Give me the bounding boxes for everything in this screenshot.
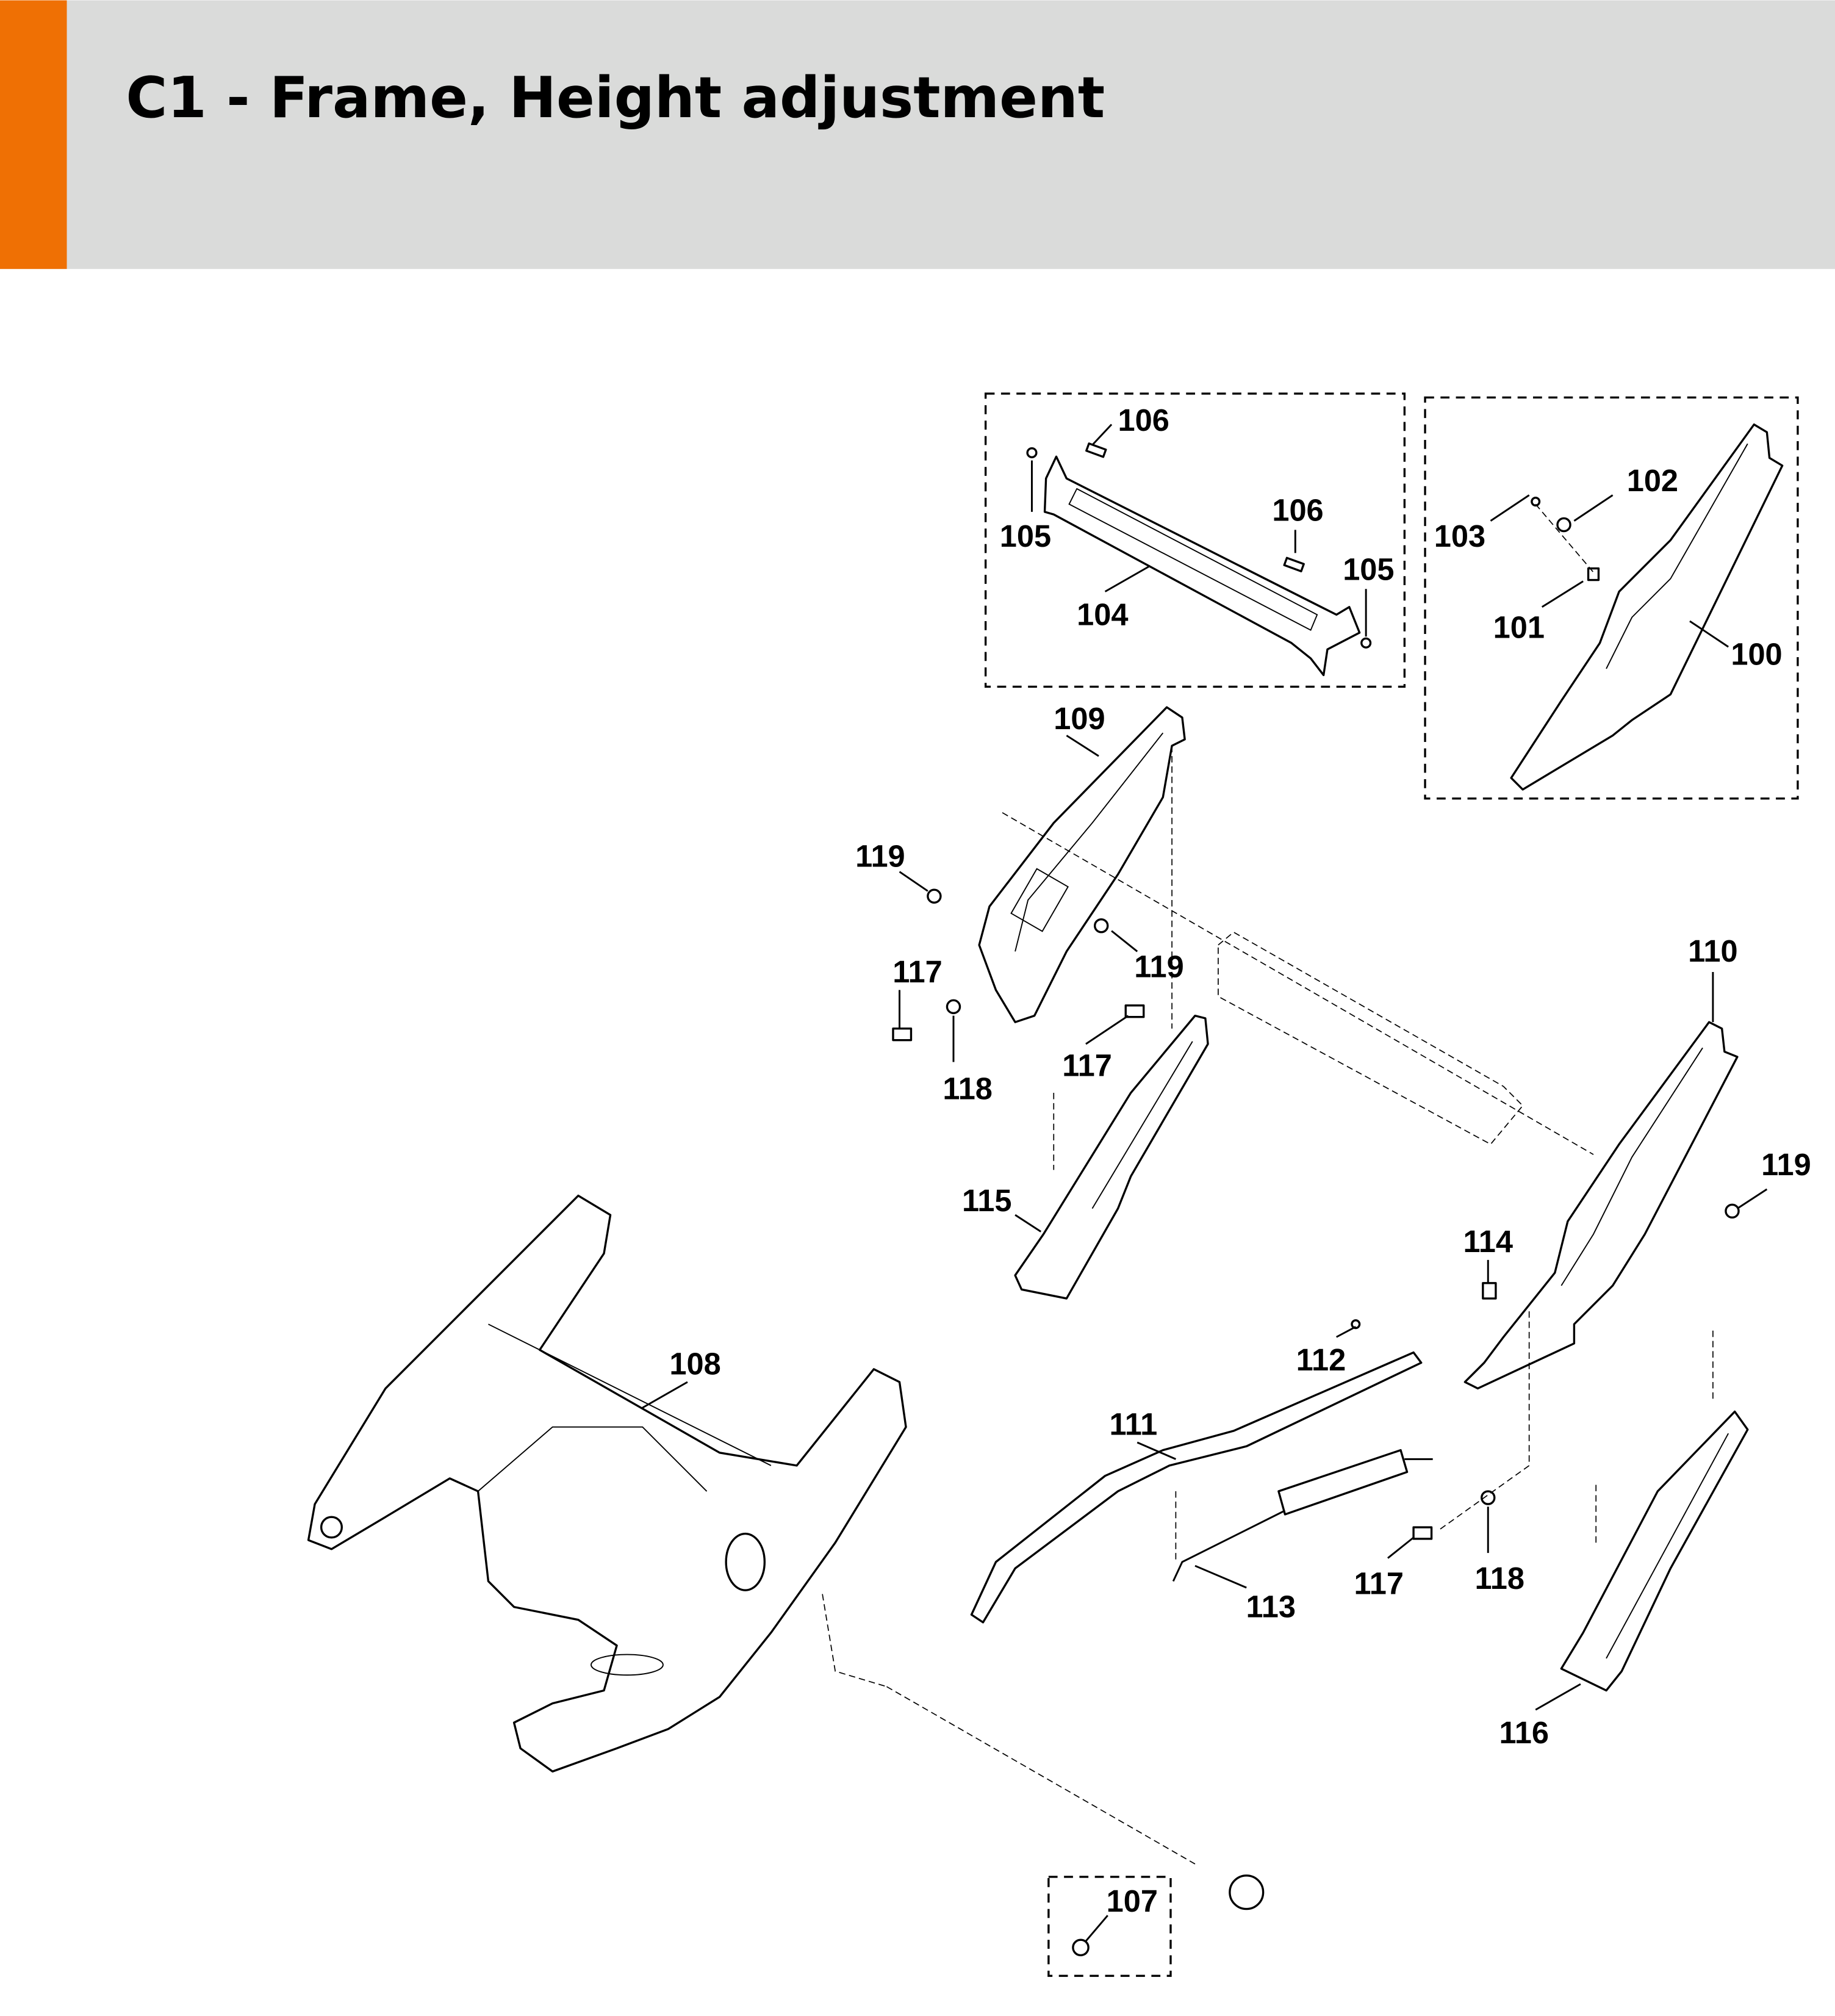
- bolt-117-c: [1412, 1526, 1433, 1540]
- kit-box-104: [984, 392, 1406, 688]
- callout-119: 119: [855, 838, 905, 873]
- clip-101: [1587, 567, 1600, 581]
- callout-101: 101: [1493, 610, 1545, 644]
- callout-117: 117: [1354, 1566, 1404, 1601]
- bolt-117-b: [1124, 1004, 1145, 1018]
- callout-100: 100: [1731, 637, 1782, 672]
- part-116-slider: [1560, 1410, 1749, 1692]
- kit-box-107: [1047, 1876, 1172, 1977]
- callout-108: 108: [669, 1346, 720, 1381]
- washer-107: [1072, 1939, 1090, 1957]
- callout-113: 113: [1246, 1589, 1296, 1624]
- callout-106: 106: [1272, 493, 1323, 528]
- callout-105: 105: [1000, 519, 1051, 553]
- screw-114: [1482, 1282, 1497, 1300]
- part-108-housing: [307, 1194, 907, 1773]
- callout-109: 109: [1054, 701, 1105, 736]
- leader-lines: [642, 423, 1768, 1942]
- adjust-knob: [1229, 1874, 1265, 1910]
- part-115-slider: [1014, 1014, 1209, 1300]
- part-100-rail: [1510, 423, 1784, 791]
- part-109-bracket: [978, 706, 1186, 1023]
- screw-103: [1531, 497, 1541, 507]
- callout-115: 115: [962, 1183, 1012, 1218]
- accent-bar: [0, 0, 67, 269]
- page-title: C1 - Frame, Height adjustment: [126, 65, 1105, 131]
- part-107-rod: [822, 1594, 1265, 1957]
- callout-112: 112: [1296, 1342, 1346, 1377]
- callout-102: 102: [1627, 463, 1678, 498]
- nut-119-b: [1094, 918, 1109, 934]
- nut-119-c: [1725, 1203, 1740, 1219]
- callout-118: 118: [943, 1071, 993, 1106]
- washer-118-b: [1481, 1490, 1496, 1505]
- kit-box-100: [1424, 396, 1799, 800]
- callout-labels: 106 105 106 105 104 103 102 101 100 109 …: [669, 403, 1811, 1918]
- bolt-117-a: [892, 1028, 913, 1042]
- header: C1 - Frame, Height adjustment: [0, 0, 1835, 269]
- part-111-lever: [970, 1319, 1423, 1624]
- hardware: [892, 746, 1740, 1562]
- callout-117: 117: [1062, 1048, 1112, 1083]
- nut-105-left: [1026, 447, 1038, 459]
- washer-102: [1556, 517, 1571, 533]
- callout-116: 116: [1499, 1715, 1549, 1750]
- callout-104: 104: [1077, 597, 1128, 632]
- callout-114: 114: [1463, 1224, 1513, 1259]
- callout-107: 107: [1107, 1884, 1158, 1918]
- callout-106: 106: [1118, 403, 1169, 437]
- callout-111: 111: [1109, 1406, 1157, 1441]
- callout-117: 117: [892, 954, 943, 989]
- nut-105-right: [1360, 637, 1372, 649]
- callout-119: 119: [1134, 949, 1184, 984]
- header-background: [0, 0, 1835, 269]
- bolt-106-right: [1283, 556, 1305, 572]
- callout-118: 118: [1474, 1561, 1524, 1596]
- part-104-crossbar: [1026, 442, 1372, 677]
- part-113-spring: [1172, 1449, 1433, 1582]
- bolt-106-left: [1085, 442, 1107, 458]
- clip-112: [1351, 1319, 1361, 1330]
- callout-119: 119: [1761, 1147, 1811, 1182]
- part-110-rail: [1463, 1021, 1739, 1390]
- washer-118-a: [946, 999, 961, 1015]
- nut-119-a: [927, 888, 942, 904]
- callout-105: 105: [1343, 552, 1394, 587]
- callout-103: 103: [1434, 519, 1485, 553]
- callout-110: 110: [1688, 934, 1738, 968]
